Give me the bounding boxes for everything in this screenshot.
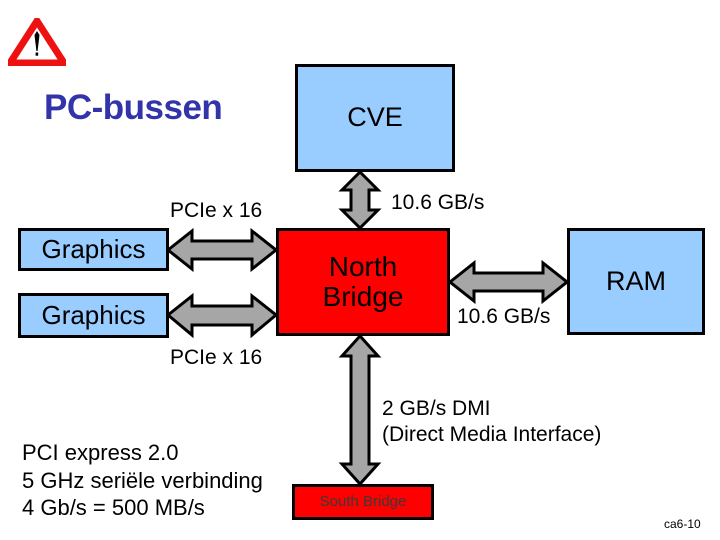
- node-graphics-1[interactable]: Graphics: [18, 228, 169, 271]
- label-dmi-line2: (Direct Media Interface): [382, 423, 602, 447]
- arrow-graphics2-to-northbridge: [166, 292, 278, 339]
- arrow-graphics1-to-northbridge: [166, 228, 278, 272]
- arrow-northbridge-to-southbridge: [334, 334, 386, 486]
- node-cve-label: CVE: [347, 102, 403, 133]
- node-ram-label: RAM: [606, 265, 666, 296]
- label-pci-spec-line1: PCI express 2.0: [22, 440, 179, 465]
- node-north-bridge-line2: Bridge: [322, 281, 404, 312]
- page-number: ca6-10: [664, 517, 701, 531]
- node-graphics-2-label: Graphics: [41, 300, 146, 331]
- label-cve-bandwidth: 10.6 GB/s: [391, 191, 485, 214]
- label-dmi-bandwidth: 2 GB/s DMI (Direct Media Interface): [382, 396, 601, 449]
- label-pcie-bottom: PCIe x 16: [170, 346, 263, 369]
- label-dmi-line1: 2 GB/s DMI: [382, 397, 491, 420]
- label-pcie-top: PCIe x 16: [170, 199, 263, 222]
- node-graphics-2[interactable]: Graphics: [18, 293, 169, 338]
- warning-triangle-icon: [3, 14, 71, 67]
- label-ram-bandwidth: 10.6 GB/s: [457, 305, 551, 328]
- arrow-cve-to-northbridge: [334, 170, 386, 230]
- node-graphics-1-label: Graphics: [41, 234, 146, 265]
- page-title: PC-bussen: [44, 88, 223, 127]
- node-north-bridge-line1: North: [328, 250, 398, 282]
- label-pci-spec: PCI express 2.0 5 GHz seriële verbinding…: [22, 439, 263, 522]
- arrow-northbridge-to-ram: [448, 260, 569, 304]
- node-north-bridge[interactable]: North Bridge: [276, 228, 450, 336]
- node-south-bridge[interactable]: South Bridge: [292, 484, 434, 520]
- label-pci-spec-line2: 5 GHz seriële verbinding: [22, 467, 263, 493]
- node-south-bridge-label: South Bridge: [319, 492, 407, 510]
- node-ram[interactable]: RAM: [567, 228, 705, 335]
- label-pci-spec-line3: 4 Gb/s = 500 MB/s: [22, 495, 205, 520]
- node-cve[interactable]: CVE: [295, 64, 455, 172]
